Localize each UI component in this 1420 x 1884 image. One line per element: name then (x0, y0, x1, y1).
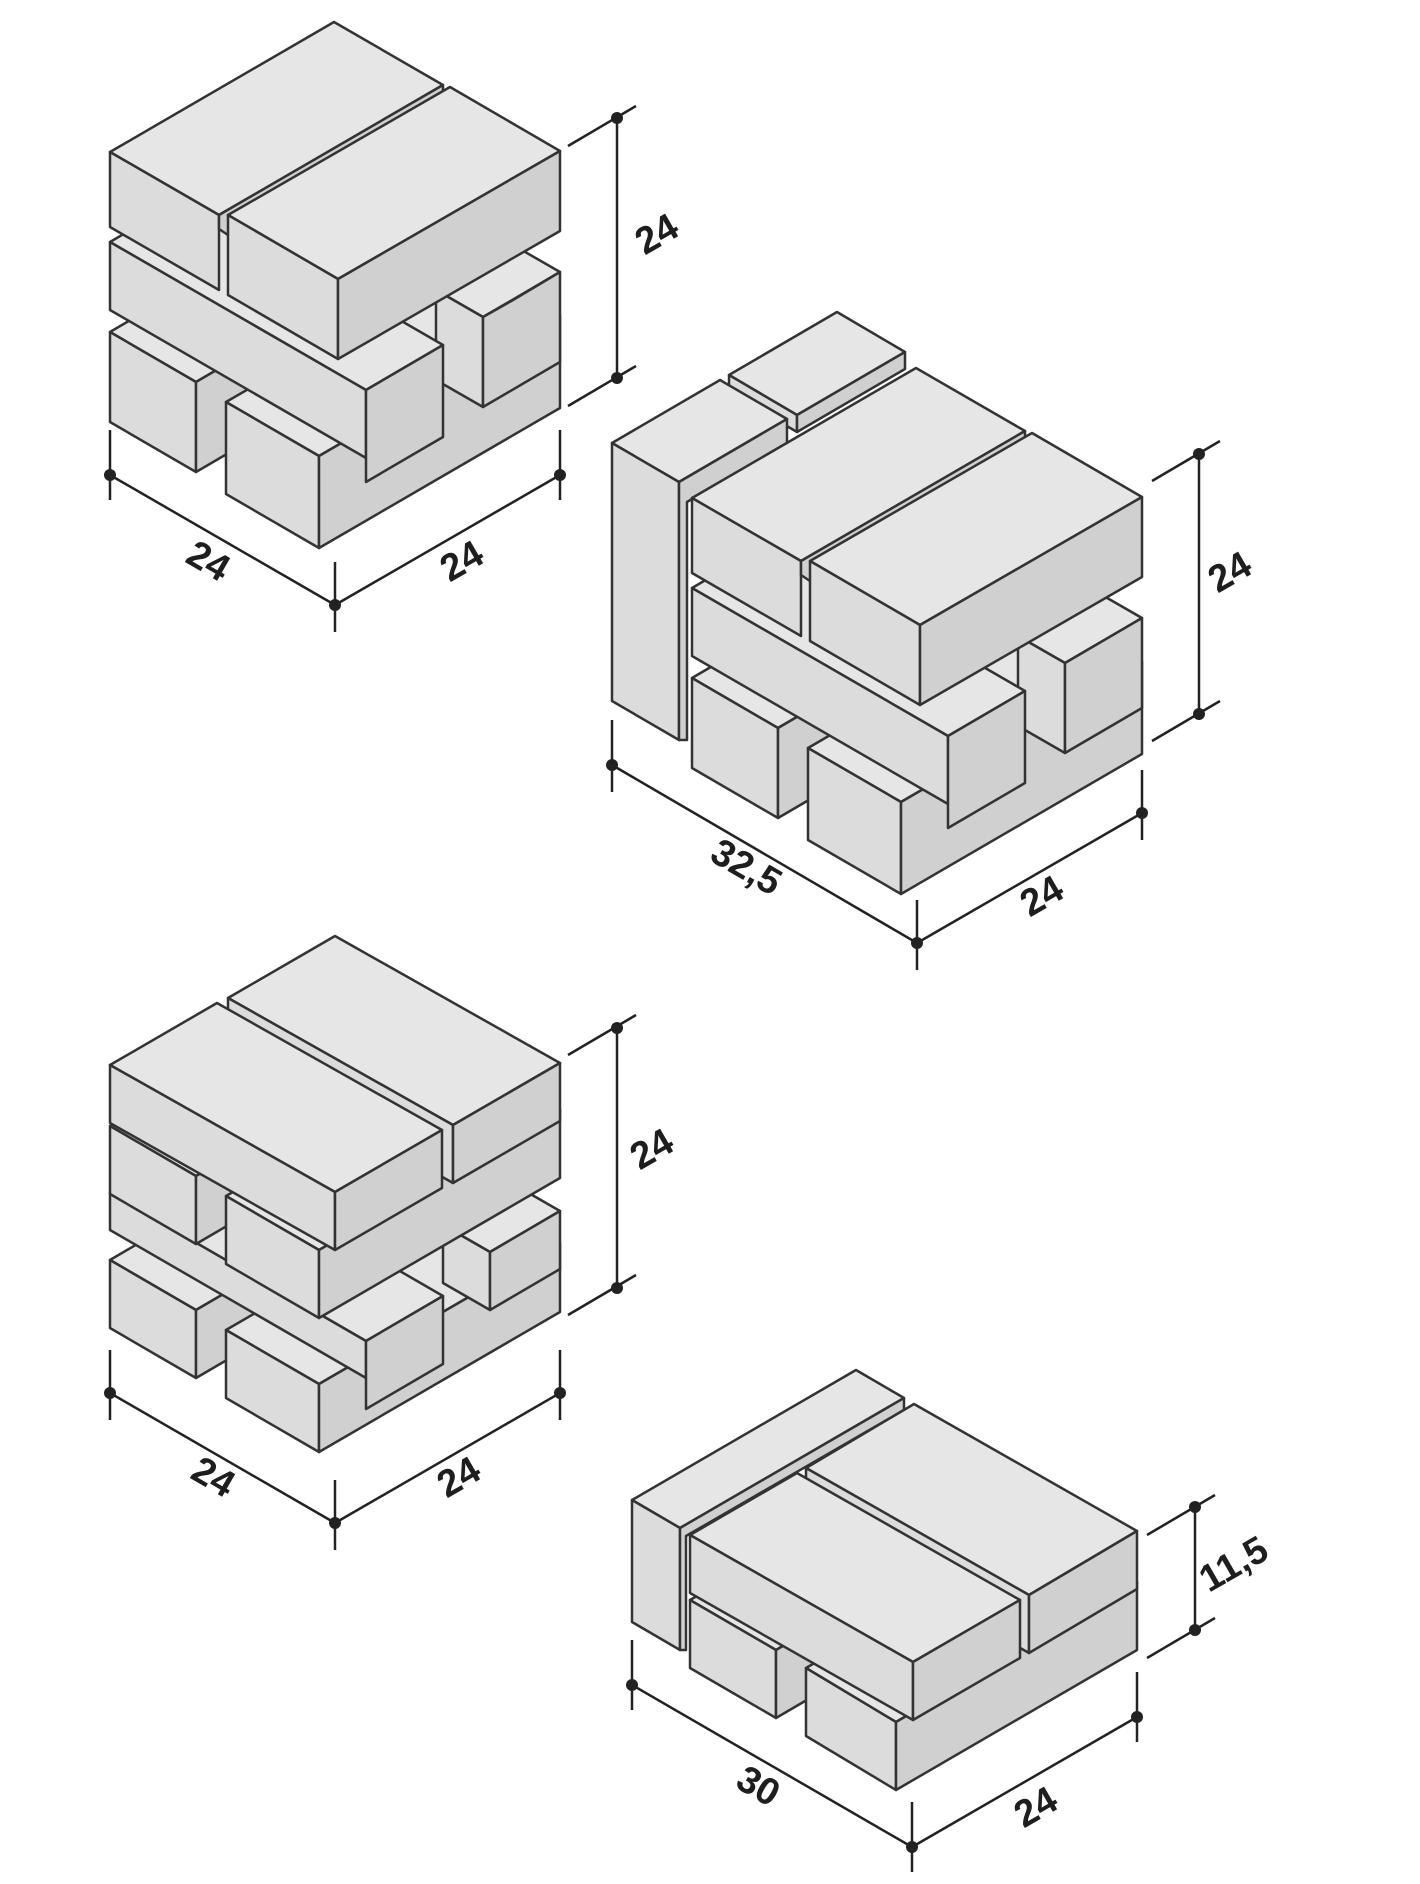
dimension-width-label: 30 (729, 1758, 787, 1816)
brick (441, 1182, 562, 1312)
assembly-block-c: 24 24 24 (104, 934, 681, 1550)
dimension-lines (606, 439, 1221, 970)
dimension-lines (626, 1493, 1216, 1872)
dimension-depth-label: 24 (430, 1449, 488, 1507)
assembly-block-b: 32,5 24 24 (606, 310, 1259, 970)
dimension-depth-label: 24 (1013, 868, 1071, 926)
dimension-width-label: 24 (179, 533, 237, 591)
dimension-height-label: 11,5 (1192, 1528, 1275, 1600)
dimension-height-label: 24 (623, 1121, 681, 1179)
brick (688, 1471, 1022, 1722)
dimension-height-label: 24 (628, 206, 686, 264)
brick (610, 378, 789, 742)
assembly-block-a: 24 24 24 (104, 20, 686, 632)
dimension-height-label: 24 (1201, 544, 1259, 602)
brick (630, 1368, 906, 1652)
assembly-block-d: 30 24 11,5 (626, 1368, 1276, 1872)
dimension-lines (104, 1013, 637, 1550)
dimension-width-label: 24 (184, 1449, 242, 1507)
brick (108, 1001, 444, 1252)
dimension-lines (104, 104, 637, 632)
brick (226, 85, 562, 361)
dimension-depth-label: 24 (433, 533, 491, 591)
brick (808, 431, 1144, 707)
